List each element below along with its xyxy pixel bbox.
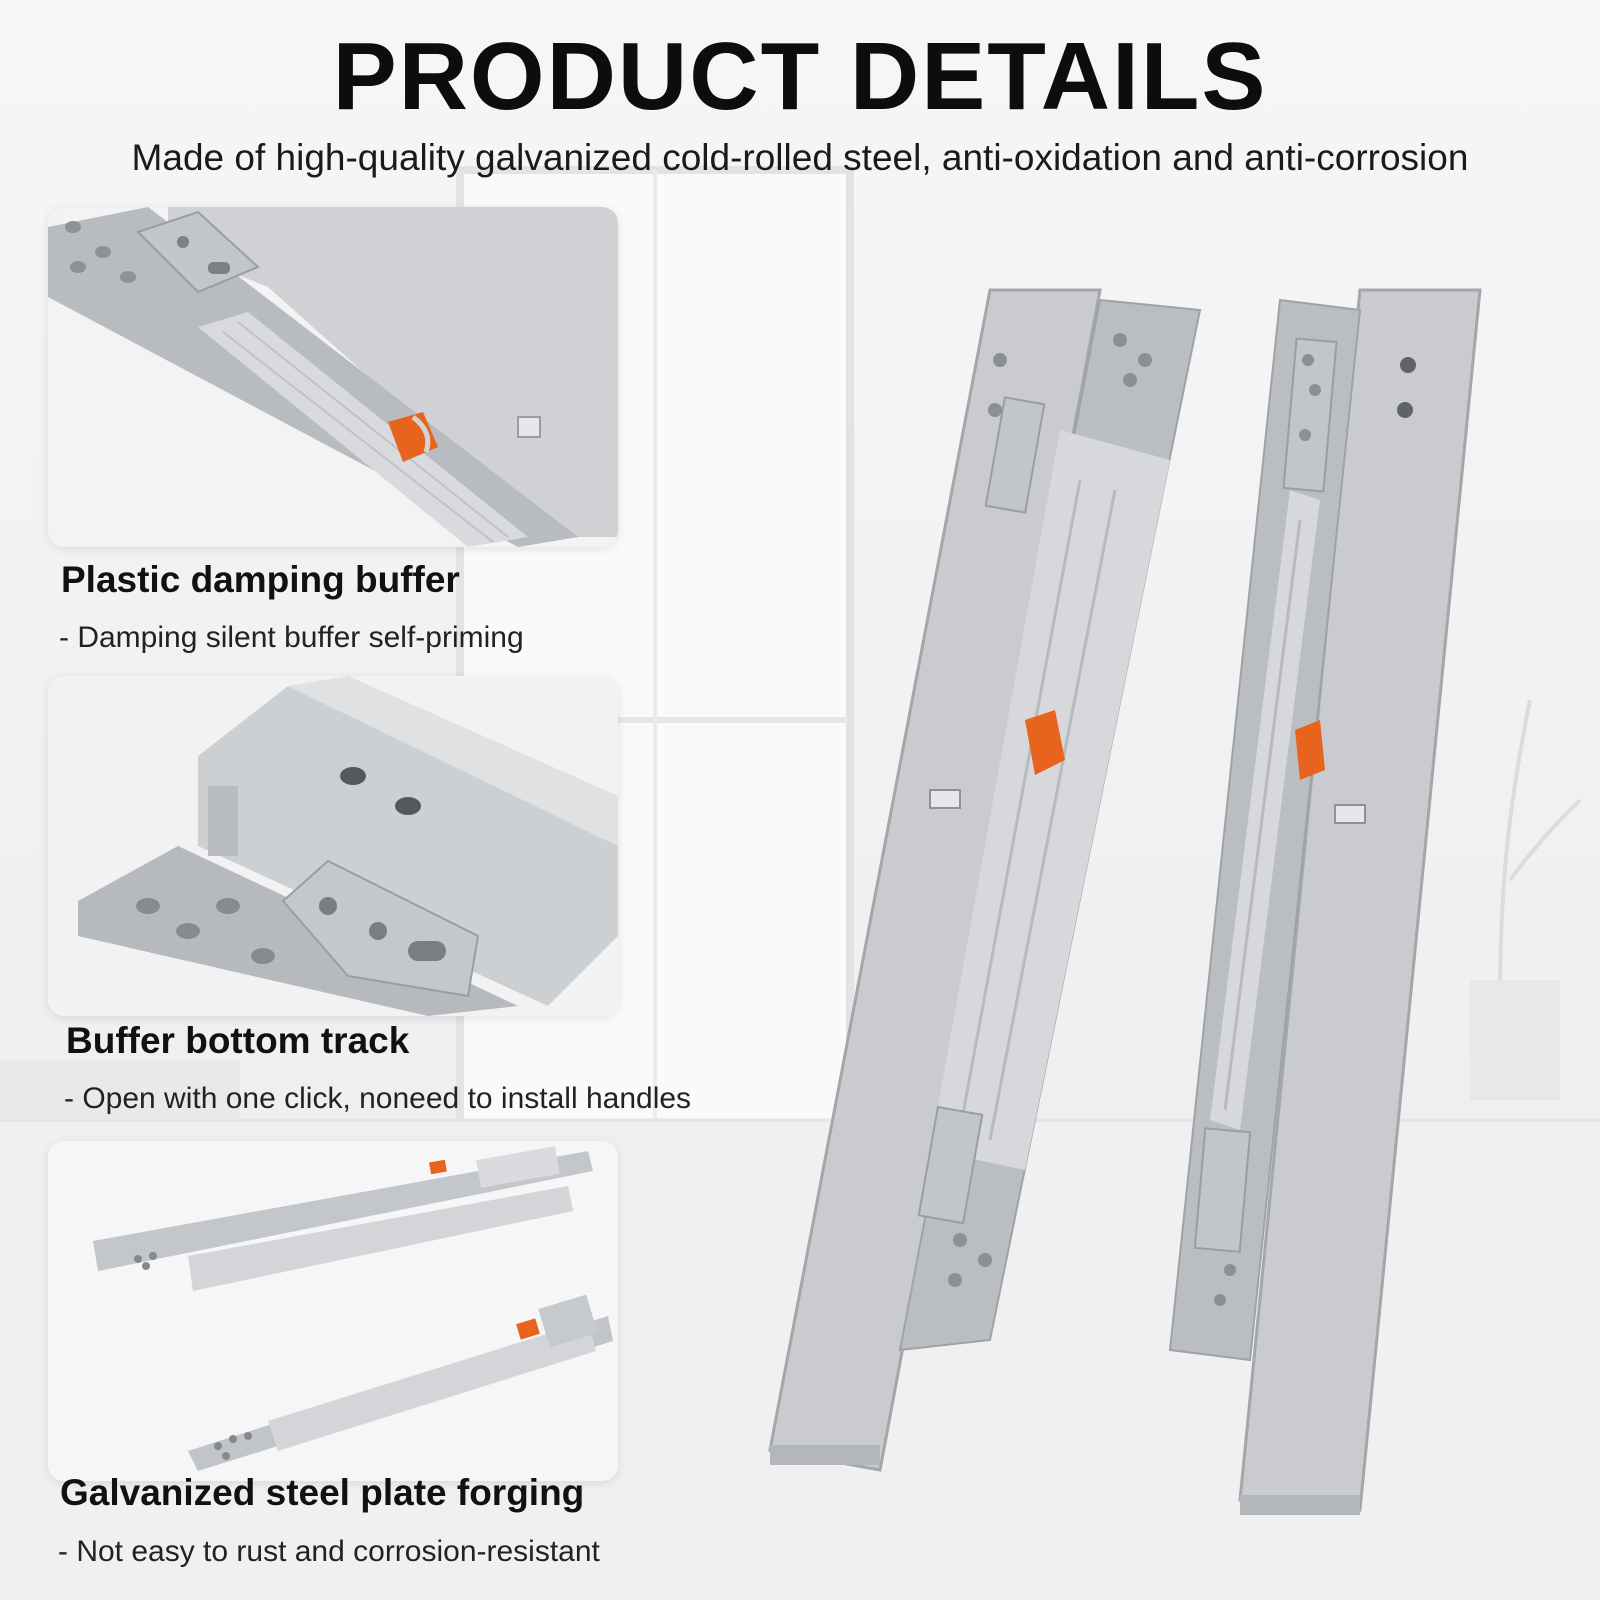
feature-title-1: Plastic damping buffer xyxy=(61,559,460,600)
detail-image-rails-overview xyxy=(48,1141,618,1481)
feature-description-1: - Damping silent buffer self-priming xyxy=(59,621,524,654)
right-drawer-slide xyxy=(1168,288,1482,1515)
detail-image-bottom-track xyxy=(48,676,618,1016)
left-orange-buffer xyxy=(1025,710,1065,775)
detail-image-buffer xyxy=(48,207,618,547)
right-orange-buffer xyxy=(1295,720,1325,780)
left-drawer-slide xyxy=(768,288,1202,1472)
feature-title-3: Galvanized steel plate forging xyxy=(60,1472,585,1513)
feature-title-2: Buffer bottom track xyxy=(66,1020,410,1061)
feature-description-2: - Open with one click, noneed to install… xyxy=(64,1082,692,1115)
page-title: PRODUCT DETAILS xyxy=(332,23,1268,130)
rails-overview-illustration xyxy=(48,1141,618,1481)
feature-description-3: - Not easy to rust and corrosion-resista… xyxy=(58,1535,600,1568)
bottom-track-closeup-illustration xyxy=(48,676,618,1016)
buffer-closeup-illustration xyxy=(48,207,618,547)
main-product-image-drawer-slides xyxy=(768,288,1482,1515)
page-subtitle: Made of high-quality galvanized cold-rol… xyxy=(131,137,1469,178)
